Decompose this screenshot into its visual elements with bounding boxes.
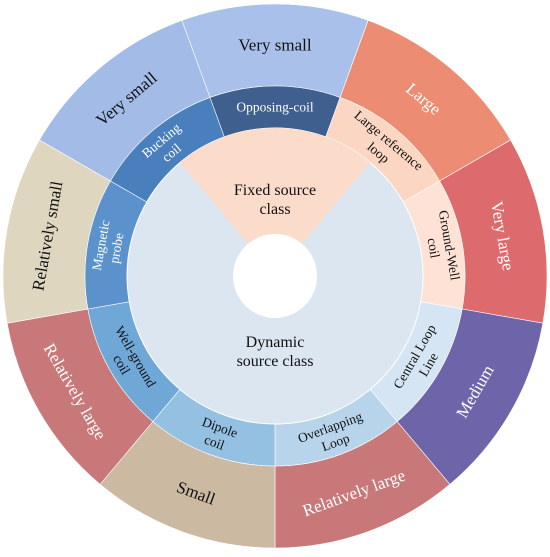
outer-label-text: Very small <box>238 36 311 55</box>
core-label-dynamic-line: Dynamic <box>246 334 305 351</box>
outer-label-very-small-upper-left: Very small <box>238 36 311 55</box>
core-fixed-sector <box>179 128 371 244</box>
middle-label-opposing-coil-line: Opposing-coil <box>236 100 313 115</box>
middle-label-magnetic-probe-line: probe <box>106 232 126 265</box>
core-label-fixed-line: class <box>259 201 290 218</box>
core-label-dynamic-line: source class <box>237 353 314 370</box>
core-label-fixed: Fixed source class <box>234 182 316 218</box>
core-label-fixed-line: Fixed source <box>234 182 316 199</box>
middle-label-ground-well-coil-line: coil <box>424 237 442 260</box>
middle-label-dipole-coil-line: coil <box>202 432 226 453</box>
middle-label-opposing-coil: Opposing-coil <box>236 100 313 115</box>
center-hole <box>233 234 317 318</box>
core-label-dynamic: Dynamic source class <box>237 334 314 370</box>
